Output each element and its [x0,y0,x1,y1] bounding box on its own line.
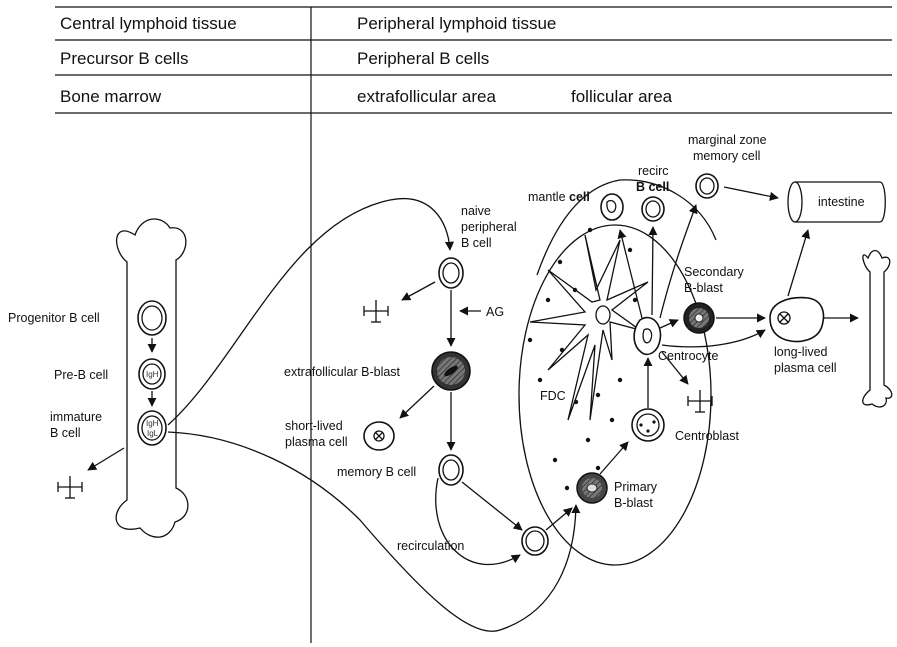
header-precursor: Precursor B cells [60,49,188,68]
label-secondary-2: B-blast [684,281,723,295]
label-mantle-a: mantle cell [528,190,590,204]
cell-death-cross-icon [688,390,712,412]
cell-death-cross-icon [58,476,82,498]
label-igl-immature: IgL [147,429,159,438]
arrow-centrocyte-mantle [620,230,642,318]
arrow-centrocyte-secondary [660,320,678,328]
label-primary-1: Primary [614,480,658,494]
label-secondary-1: Secondary [684,265,745,279]
secondary-b-blast-nucleus [695,314,703,322]
arrow-centrocyte-recirc [652,227,653,315]
header-extrafollicular: extrafollicular area [357,87,496,106]
cell-death-cross-icon [364,300,388,322]
fdc-nucleus [596,306,610,324]
label-recirc-2: B cell [636,180,669,194]
arrow-centrocyte-plasma [662,330,765,347]
label-marginal-2: memory cell [693,149,760,163]
label-antigen: AG [486,305,504,319]
arrow-centrocyte-marginal [660,205,696,318]
label-longlived-1: long-lived [774,345,828,359]
arrow-blast-shortlived [400,386,434,418]
label-naive-3: B cell [461,236,492,250]
arrow-marginal-intestine [724,187,778,198]
arrow-plasma-intestine [788,230,808,296]
label-shortlived-2: plasma cell [285,435,348,449]
arrow-naive-death [402,282,435,300]
label-igh-preb: IgH [146,370,159,379]
label-progenitor: Progenitor B cell [8,311,100,325]
header-table: Central lymphoid tissue Peripheral lymph… [55,7,892,643]
label-immature-1: immature [50,410,102,424]
label-naive-2: peripheral [461,220,517,234]
label-igh-immature: IgH [146,419,159,428]
label-immature-2: B cell [50,426,81,440]
bone-icon-right [863,251,892,407]
primary-b-blast-nucleus [587,484,597,492]
migration-curve-to-follicle [168,432,576,631]
label-marginal-1: marginal zone [688,133,767,147]
label-primary-2: B-blast [614,496,653,510]
label-longlived-2: plasma cell [774,361,837,375]
label-recirc-1: recirc [638,164,669,178]
header-follicular: follicular area [571,87,673,106]
label-memory: memory B cell [337,465,416,479]
header-central: Central lymphoid tissue [60,14,237,33]
label-centrocyte: Centrocyte [658,349,718,363]
label-centroblast: Centroblast [675,429,739,443]
label-intestine: intestine [818,195,865,209]
header-peripheral: Peripheral lymphoid tissue [357,14,556,33]
mantle-cell [601,194,623,220]
label-preb: Pre-B cell [54,368,108,382]
header-peripheral-b: Peripheral B cells [357,49,489,68]
label-fdc: FDC [540,389,566,403]
migration-curve-to-naive [168,199,450,425]
label-extrafollicular-blast: extrafollicular B-blast [284,365,401,379]
label-naive-1: naive [461,204,491,218]
header-bone-marrow: Bone marrow [60,87,162,106]
arrow-immature-death [88,448,124,470]
arrow-memory-recirc [462,482,522,530]
label-shortlived-1: short-lived [285,419,343,433]
arrow-primary-centroblast [600,442,628,474]
label-recirculation: recirculation [397,539,464,553]
centrocyte [634,318,660,355]
